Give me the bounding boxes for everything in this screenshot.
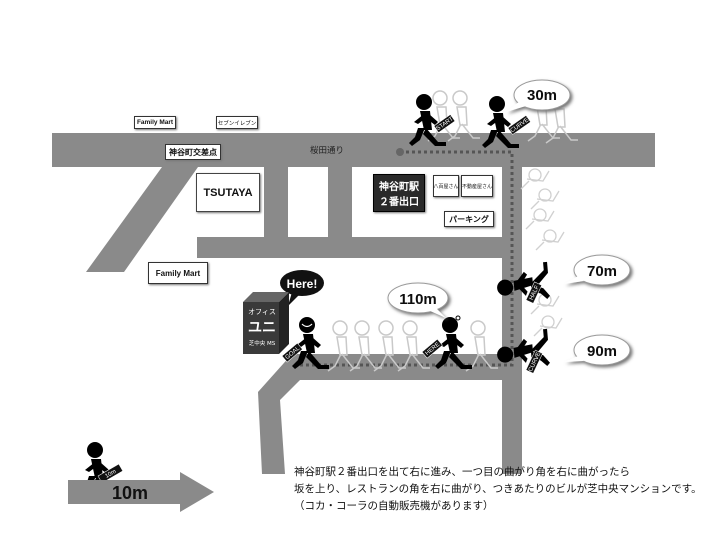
start-dot-icon <box>396 148 404 156</box>
label-sakurada-street: 桜田通り <box>310 146 345 156</box>
label-seven-eleven: セブンイレブン <box>216 116 258 129</box>
road-sakurada-street <box>52 133 655 167</box>
scale-label: 10m <box>112 483 148 503</box>
marker-curve-2: CURVE <box>525 349 543 374</box>
svg-text:90m: 90m <box>587 343 617 360</box>
office-line1: オフィス <box>248 308 276 316</box>
label-fudosan: 不動産屋さん <box>461 175 493 197</box>
office-line2: ユニ <box>248 320 276 336</box>
label-family-mart-mid: Family Mart <box>148 262 208 284</box>
road-side-street <box>197 237 502 258</box>
bubble-30m: 30m <box>506 79 571 112</box>
road-block-divider-2 <box>328 167 352 237</box>
road-diagonal-northwest <box>86 167 198 272</box>
speech-bubble-icon: 70m 90m <box>564 254 631 366</box>
smile-icon <box>301 323 313 328</box>
road-network <box>52 133 655 474</box>
label-parking: パーキング <box>444 211 494 227</box>
svg-text:Here!: Here! <box>287 277 318 291</box>
road-block-divider-1 <box>264 167 288 237</box>
building-tsutaya-block: TSUTAYA <box>196 173 260 212</box>
station-exit-2: 神谷町駅 ２番出口 <box>373 174 425 212</box>
directions-line-3: （コカ・コーラの自動販売機があります） <box>294 500 494 512</box>
svg-text:10m: 10m <box>104 469 117 480</box>
route-path <box>300 150 514 367</box>
tsutaya-label: TSUTAYA <box>203 186 253 199</box>
directions-line-2: 坂を上り、レストランの角を右に曲がり、つきあたりのビルが芝中央マンションです。 <box>294 483 702 495</box>
svg-text:30m: 30m <box>527 87 557 104</box>
label-family-mart-top: Family Mart <box>134 116 176 129</box>
bubble-110m: 110m <box>387 282 449 318</box>
svg-text:110m: 110m <box>399 291 437 308</box>
marker-legend: 10m <box>97 463 124 484</box>
office-uni-building <box>243 292 289 354</box>
marker-curve-1: CURVE <box>507 115 531 135</box>
direction-arrow-icon: 10m <box>68 472 214 512</box>
bubble-90m: 90m <box>564 334 631 366</box>
directions-text: 神谷町駅２番出口を出て右に進み、一つ目の曲がり角を右に曲がったら 坂を上り、レス… <box>294 464 702 515</box>
label-yaoya: 八百屋さん <box>433 175 459 197</box>
bubble-here: Here! <box>280 270 324 306</box>
road-east-vertical <box>502 167 522 474</box>
directions-line-1: 神谷町駅２番出口を出て右に進み、一つ目の曲がり角を右に曲がったら <box>294 466 630 478</box>
road-southwest-bend <box>258 354 300 474</box>
building-block-middle <box>292 169 324 225</box>
sweat-icon <box>455 315 461 321</box>
svg-text:70m: 70m <box>587 263 617 280</box>
office-line3: 芝中央 MS <box>248 341 276 347</box>
bubble-70m: 70m <box>564 254 631 286</box>
label-kamiyacho-intersection: 神谷町交差点 <box>165 144 221 160</box>
marker-start: START <box>433 114 456 133</box>
